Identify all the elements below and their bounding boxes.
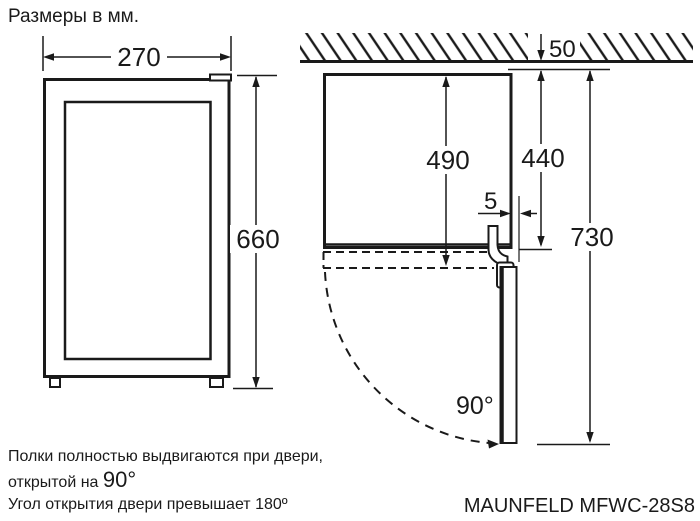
dimension-label-open-door-depth: 730 [564, 223, 620, 251]
page-title: Размеры в мм. [8, 6, 140, 27]
left-foot [49, 377, 61, 388]
dimension-label-wall-gap: 50 [549, 36, 576, 63]
cabinet-top-outline [323, 73, 513, 249]
note-shelves-line2-prefix: открытой на [8, 474, 103, 491]
hinge-bracket [487, 225, 509, 264]
dimension-label-width: 270 [111, 43, 167, 71]
door-open-angle-label: 90° [456, 392, 494, 420]
dimension-label-height: 660 [230, 225, 286, 253]
dimension-label-door-edge-gap: 5 [484, 188, 498, 215]
closed-door-dashed [322, 251, 497, 269]
dimension-label-body-depth: 440 [515, 144, 571, 172]
top-view [300, 31, 693, 449]
right-foot [209, 377, 224, 388]
note-shelves-line1: Полки полностью выдвигаются при двери, [8, 448, 323, 465]
wall-gap-dimension [537, 34, 545, 61]
glass-door-outline [63, 100, 212, 361]
model-label: MAUNFELD MFWC-28S8 [463, 495, 695, 517]
note-shelves-line2-angle: 90° [102, 467, 137, 492]
open-door-bar [499, 266, 518, 444]
door-edge-gap-dimension [478, 196, 537, 262]
wall-hatch [300, 33, 693, 60]
open-door-depth-dimension [537, 70, 610, 446]
door-hinge-cap [209, 73, 232, 82]
dimension-label-depth-with-door: 490 [420, 146, 476, 174]
note-opening-angle: Угол открытия двери превышает 180º [8, 496, 288, 513]
front-view [42, 36, 277, 390]
cabinet-front-outline [43, 78, 231, 378]
door-swing-arc [324, 271, 499, 449]
